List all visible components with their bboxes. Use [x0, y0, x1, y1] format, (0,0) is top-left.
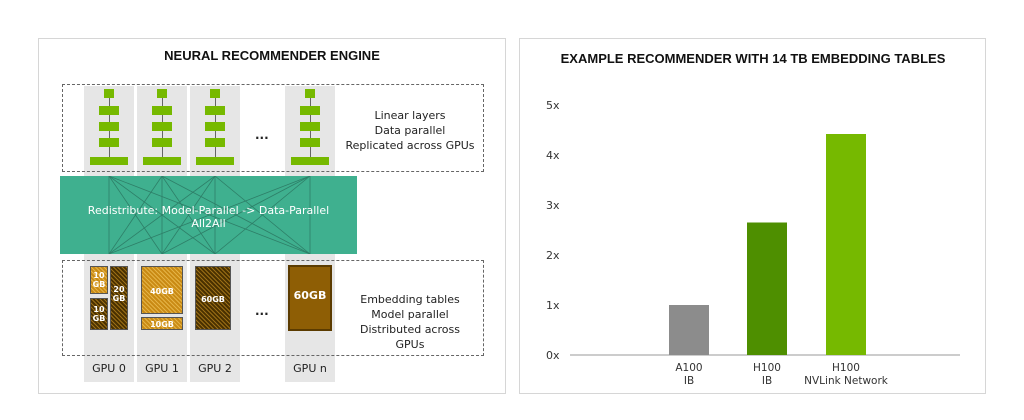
x-tick-label: H100 — [832, 362, 860, 374]
embedding-block-label: 20 GB — [112, 285, 126, 303]
embedding-block: 10 GB — [90, 298, 108, 330]
all2all-line — [214, 176, 311, 254]
gpu-label-0: GPU 0 — [92, 362, 126, 375]
chart-title: EXAMPLE RECOMMENDER WITH 14 TB EMBEDDING… — [561, 51, 946, 66]
linear-text-line: Replicated across GPUs — [345, 139, 475, 152]
redistribute-band: Redistribute: Model-Parallel -> Data-Par… — [60, 176, 357, 254]
linear-layer — [300, 138, 320, 147]
all2all-line — [108, 176, 163, 254]
linear-node — [210, 89, 220, 98]
x-tick-label: IB — [684, 375, 694, 387]
y-tick-label: 2x — [546, 249, 560, 262]
redistribute-label: Redistribute: Model-Parallel -> Data-Par… — [60, 204, 357, 230]
linear-node — [157, 89, 167, 98]
x-tick-label: NVLink Network — [804, 375, 889, 387]
embedding-text-line: Embedding tables — [360, 293, 460, 306]
linear-layer — [152, 138, 172, 147]
linear-text-line: Linear layers — [374, 109, 446, 122]
embedding-block-label: 10GB — [150, 320, 174, 329]
embedding-ellipsis: ... — [255, 304, 269, 318]
linear-layer — [152, 106, 172, 115]
gpu-label-2: GPU 2 — [198, 362, 232, 375]
all2all-line — [108, 176, 311, 254]
linear-node — [305, 89, 315, 98]
y-tick-label: 0x — [546, 349, 560, 362]
linear-layer — [99, 138, 119, 147]
embedding-block-label: 60GB — [201, 295, 225, 304]
linear-ellipsis: ... — [255, 128, 269, 142]
linear-layer — [205, 122, 225, 131]
embedding-block-label: 10 GB — [92, 305, 106, 323]
left-panel-title: NEURAL RECOMMENDER ENGINE — [164, 48, 380, 63]
gpu-label-1: GPU 1 — [145, 362, 179, 375]
embedding-block: 40GB — [141, 266, 183, 314]
embedding-block-label: 60GB — [293, 289, 327, 302]
embedding-block: 20 GB — [110, 266, 128, 330]
all2all-line — [161, 176, 311, 254]
bar — [669, 305, 709, 355]
linear-text-line: Data parallel — [374, 124, 446, 137]
linear-layer — [300, 106, 320, 115]
bar — [747, 222, 787, 355]
speedup-bar-chart: EXAMPLE RECOMMENDER WITH 14 TB EMBEDDING… — [546, 51, 960, 387]
linear-layer — [300, 122, 320, 131]
embedding-block: 60GB — [195, 266, 231, 330]
redistribute-line: Redistribute: Model-Parallel -> Data-Par… — [87, 204, 330, 217]
y-tick-label: 5x — [546, 99, 560, 112]
y-tick-label: 1x — [546, 299, 560, 312]
linear-layers-box — [62, 84, 484, 172]
x-tick-label: H100 — [753, 362, 781, 374]
embedding-block: 60GB — [288, 265, 332, 331]
embedding-block: 10GB — [141, 317, 183, 330]
all2all-connection-lines — [108, 176, 311, 254]
linear-layer — [99, 122, 119, 131]
x-tick-label: A100 — [675, 362, 702, 374]
all2all-line — [161, 176, 216, 254]
linear-layers-description: Linear layers Data parallel Replicated a… — [340, 108, 480, 153]
embedding-text-line: Model parallel — [371, 308, 449, 321]
gpu-label-n: GPU n — [293, 362, 327, 375]
y-tick-label: 3x — [546, 199, 560, 212]
y-tick-label: 4x — [546, 149, 560, 162]
linear-output-layer — [196, 157, 234, 165]
linear-output-layer — [90, 157, 128, 165]
linear-layer — [99, 106, 119, 115]
linear-output-layer — [143, 157, 181, 165]
x-tick-label: IB — [762, 375, 772, 387]
all2all-line — [108, 176, 216, 254]
linear-layer — [205, 106, 225, 115]
embedding-block-label: 40GB — [150, 287, 174, 296]
embedding-text-line: Distributed across GPUs — [360, 323, 460, 351]
linear-layer — [205, 138, 225, 147]
embedding-tables-box — [62, 260, 484, 356]
embedding-block-label: 10 GB — [92, 271, 106, 289]
embedding-block: 10 GB — [90, 266, 108, 294]
redistribute-line: All2All — [191, 217, 226, 230]
linear-output-layer — [291, 157, 329, 165]
embedding-tables-description: Embedding tables Model parallel Distribu… — [345, 292, 475, 352]
linear-node — [104, 89, 114, 98]
linear-layer — [152, 122, 172, 131]
bar — [826, 134, 866, 355]
speedup-chart-panel: EXAMPLE RECOMMENDER WITH 14 TB EMBEDDING… — [519, 38, 986, 394]
